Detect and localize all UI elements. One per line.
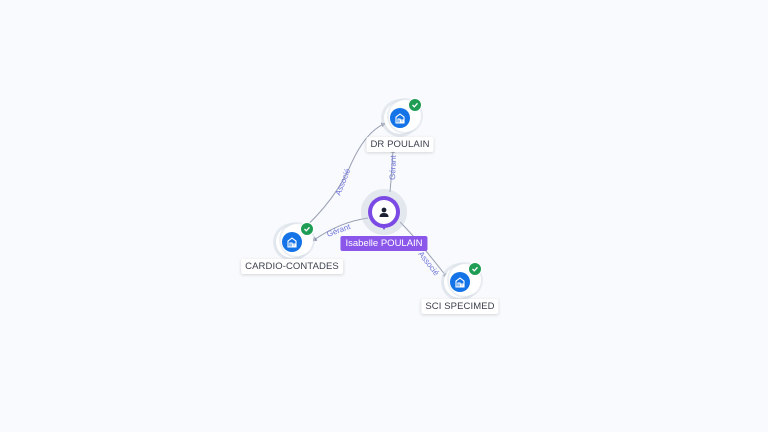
building-icon xyxy=(282,232,302,252)
company-node-dr-poulain[interactable] xyxy=(384,98,422,134)
building-icon xyxy=(390,108,410,128)
verified-check-icon xyxy=(300,222,314,236)
user-icon xyxy=(372,200,396,224)
edge-label: Associé xyxy=(334,167,353,197)
company-node-sci-specimed[interactable] xyxy=(444,262,482,298)
person-node[interactable] xyxy=(361,189,407,235)
edge-label: Gérant xyxy=(388,155,398,181)
company-node-cardio-contades[interactable] xyxy=(276,222,314,258)
verified-check-icon xyxy=(468,262,482,276)
company-label[interactable]: DR POULAIN xyxy=(366,137,434,152)
edge-person-cardio xyxy=(311,217,369,242)
company-label[interactable]: SCI SPECIMED xyxy=(421,299,499,314)
verified-check-icon xyxy=(408,98,422,112)
company-label[interactable]: CARDIO-CONTADES xyxy=(241,259,343,274)
edge-cardio-dr-poulain xyxy=(299,122,387,233)
building-icon xyxy=(450,272,470,292)
person-label[interactable]: Isabelle POULAIN xyxy=(340,236,428,251)
edge-person-dr-poulain xyxy=(389,147,396,193)
